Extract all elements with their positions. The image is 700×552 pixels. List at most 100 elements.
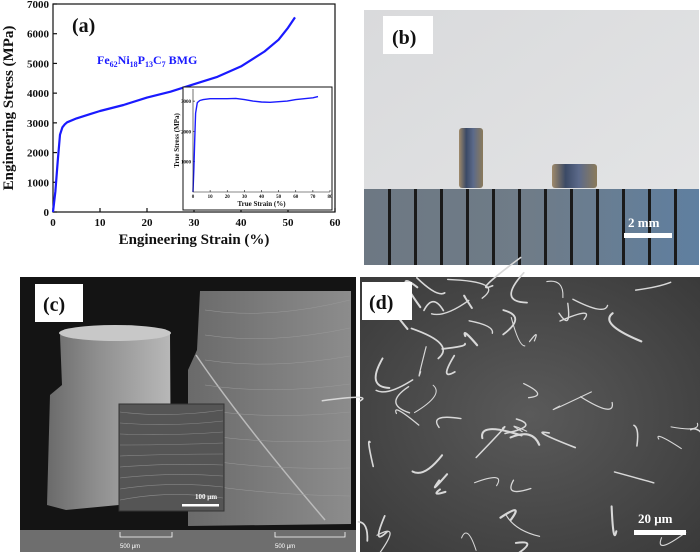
vein: [484, 256, 522, 289]
vein: [435, 416, 462, 429]
vein: [504, 418, 527, 435]
ruler-tick: [414, 189, 417, 265]
shear-band: [195, 354, 326, 521]
x-tick-label: 60: [293, 195, 299, 200]
ruler: [364, 189, 699, 265]
vein: [572, 298, 609, 311]
inset-shear-bands: [119, 409, 224, 501]
sem-scale-label-2: 500 μm: [275, 544, 295, 550]
ruler-tick: [674, 189, 677, 265]
ruler-tick: [440, 189, 443, 265]
inset-shear-band: [119, 484, 224, 490]
ruler-tick: [492, 189, 495, 265]
vein: [475, 426, 506, 459]
panel-c-label-box: [35, 284, 83, 322]
vein: [423, 300, 445, 312]
vein: [613, 471, 655, 484]
compressed-sample: [552, 164, 597, 188]
vein-pattern: [321, 256, 700, 552]
vein: [514, 541, 529, 552]
vein: [510, 479, 532, 493]
vein: [376, 530, 391, 552]
vein: [433, 473, 449, 489]
x-tick-label: 10: [95, 217, 107, 229]
vein: [610, 505, 618, 537]
y-tick-label: 4000: [27, 88, 50, 100]
vein: [435, 488, 447, 495]
vein: [509, 433, 541, 446]
vein: [481, 428, 523, 440]
x-tick-label: 50: [283, 217, 295, 229]
ruler-tick: [648, 189, 651, 265]
ruler-tick: [466, 189, 469, 265]
x-tick-label: 50: [276, 195, 282, 200]
y-tick-label: 2000: [27, 148, 50, 160]
inset-shear-band: [119, 409, 224, 415]
panel-c-label: (c): [43, 294, 65, 316]
panel-d-label: (d): [369, 292, 393, 314]
fractured-sample-right: [188, 291, 351, 526]
data-series-line: [192, 95, 319, 193]
x-tick-label: 0: [50, 217, 56, 229]
vein: [559, 312, 588, 322]
vein: [546, 280, 564, 299]
inset-shear-band: [119, 474, 224, 479]
vein: [523, 382, 539, 399]
panel-d-scale-bar: [634, 530, 686, 535]
y-tick-label: 5000: [27, 58, 50, 70]
inset-frame: [182, 86, 333, 211]
vein: [441, 342, 466, 350]
ruler-tick: [388, 189, 391, 265]
vein: [415, 276, 446, 295]
vein: [502, 309, 517, 336]
vein: [411, 454, 444, 474]
vein: [510, 317, 526, 347]
panel-b-label-box: [383, 16, 433, 54]
vein: [499, 509, 517, 521]
fracture-surface: [59, 325, 171, 341]
x-tick-label: 70: [310, 195, 316, 200]
x-tick-label: 0: [192, 195, 195, 200]
ruler-tick: [570, 189, 573, 265]
x-axis-label: Engineering Strain (%): [119, 232, 270, 248]
vein: [461, 532, 477, 551]
panel-d-sem: (d) 20 μm: [321, 256, 700, 552]
vein: [413, 384, 437, 414]
y-axis-label: Engineering Stress (MPa): [1, 26, 17, 191]
x-tick-label: 60: [330, 217, 342, 229]
vein: [528, 334, 537, 343]
vein: [657, 435, 682, 450]
panel-b-scale-bar: [624, 233, 672, 238]
x-tick-label: 30: [189, 217, 201, 229]
vein: [463, 294, 473, 309]
vein: [689, 428, 700, 433]
x-tick-label: 40: [236, 217, 248, 229]
panel-b-photo: (b) 2 mm: [364, 10, 699, 265]
sem-scale-label-1: 500 μm: [120, 544, 140, 550]
vein: [418, 346, 427, 377]
inset-shear-band: [119, 453, 224, 457]
vein: [510, 271, 528, 304]
x-tick-label: 30: [242, 195, 248, 200]
vein: [430, 299, 470, 316]
y-tick-label: 3000: [27, 118, 50, 130]
ruler-ticks: [388, 189, 677, 265]
y-tick-label: 0: [44, 207, 50, 219]
vein: [374, 357, 391, 389]
vein: [541, 431, 577, 449]
fracture-surface-image: [360, 277, 700, 552]
x-tick-label: 10: [208, 195, 214, 200]
y-tick-label: 1000: [181, 161, 192, 166]
sem-info-bar: [20, 530, 356, 552]
x-tick-label: 20: [142, 217, 154, 229]
y-tick-label: 1000: [27, 177, 50, 189]
vein: [445, 354, 456, 376]
ruler-tick: [596, 189, 599, 265]
sem-inset-scale-bar: [182, 504, 219, 507]
shear-band-trace: [204, 299, 351, 314]
panel-d-scale-label: 20 μm: [638, 511, 673, 526]
inset-shear-band: [119, 494, 224, 501]
alloy-annotation: Fe62Ni18P13C7 BMG: [97, 53, 197, 69]
